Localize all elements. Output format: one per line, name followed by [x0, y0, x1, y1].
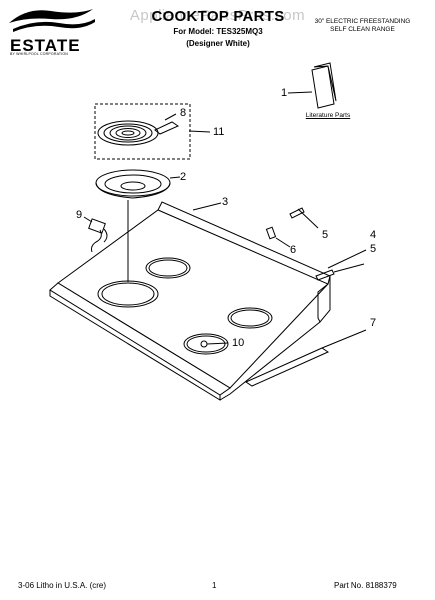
brand-swoosh-icon: [9, 9, 95, 32]
screw-part: [200, 340, 229, 348]
hardware-parts: [265, 207, 367, 281]
brand-name: ESTATE: [10, 36, 81, 55]
callout-3: 3: [222, 196, 229, 208]
footer-page-number: 1: [212, 581, 217, 590]
callout-8: 8: [180, 107, 187, 119]
product-line-1: 30" ELECTRIC FREESTANDING: [314, 18, 411, 25]
callout-9: 9: [76, 209, 83, 221]
callout-2: 2: [180, 171, 187, 183]
product-line-2: SELF CLEAN RANGE: [330, 26, 395, 33]
trim-strip: [244, 329, 367, 387]
drip-bowl: [95, 169, 181, 199]
variant-line: (Designer White): [186, 39, 250, 48]
callout-4: 4: [370, 229, 377, 241]
callout-11: 11: [213, 126, 225, 138]
surface-element-box: [94, 103, 211, 160]
callout-10: 10: [232, 337, 245, 349]
product-description: 30" ELECTRIC FREESTANDING SELF CLEAN RAN…: [300, 18, 425, 34]
terminal-block: [83, 216, 108, 253]
callout-1: 1: [281, 87, 288, 99]
page-title: COOKTOP PARTS: [151, 8, 285, 25]
brand-subline: BY WHIRLPOOL CORPORATION: [10, 52, 69, 56]
watermark-text: AppliancePartsPros.com: [129, 7, 306, 24]
literature-label: Literature Parts: [305, 112, 351, 119]
literature-booklet: [287, 62, 337, 109]
brand-logo: [7, 5, 97, 59]
cooktop-panel: [49, 200, 331, 401]
callout-5b: 5: [370, 243, 377, 255]
model-line: For Model: TES325MQ3: [173, 27, 263, 36]
footer-litho: 3-06 Litho in U.S.A. (cre): [18, 581, 107, 590]
callout-7: 7: [370, 317, 377, 329]
callout-6: 6: [290, 244, 297, 256]
callout-5a: 5: [322, 229, 329, 241]
footer-part-number: Part No. 8188379: [334, 581, 397, 590]
